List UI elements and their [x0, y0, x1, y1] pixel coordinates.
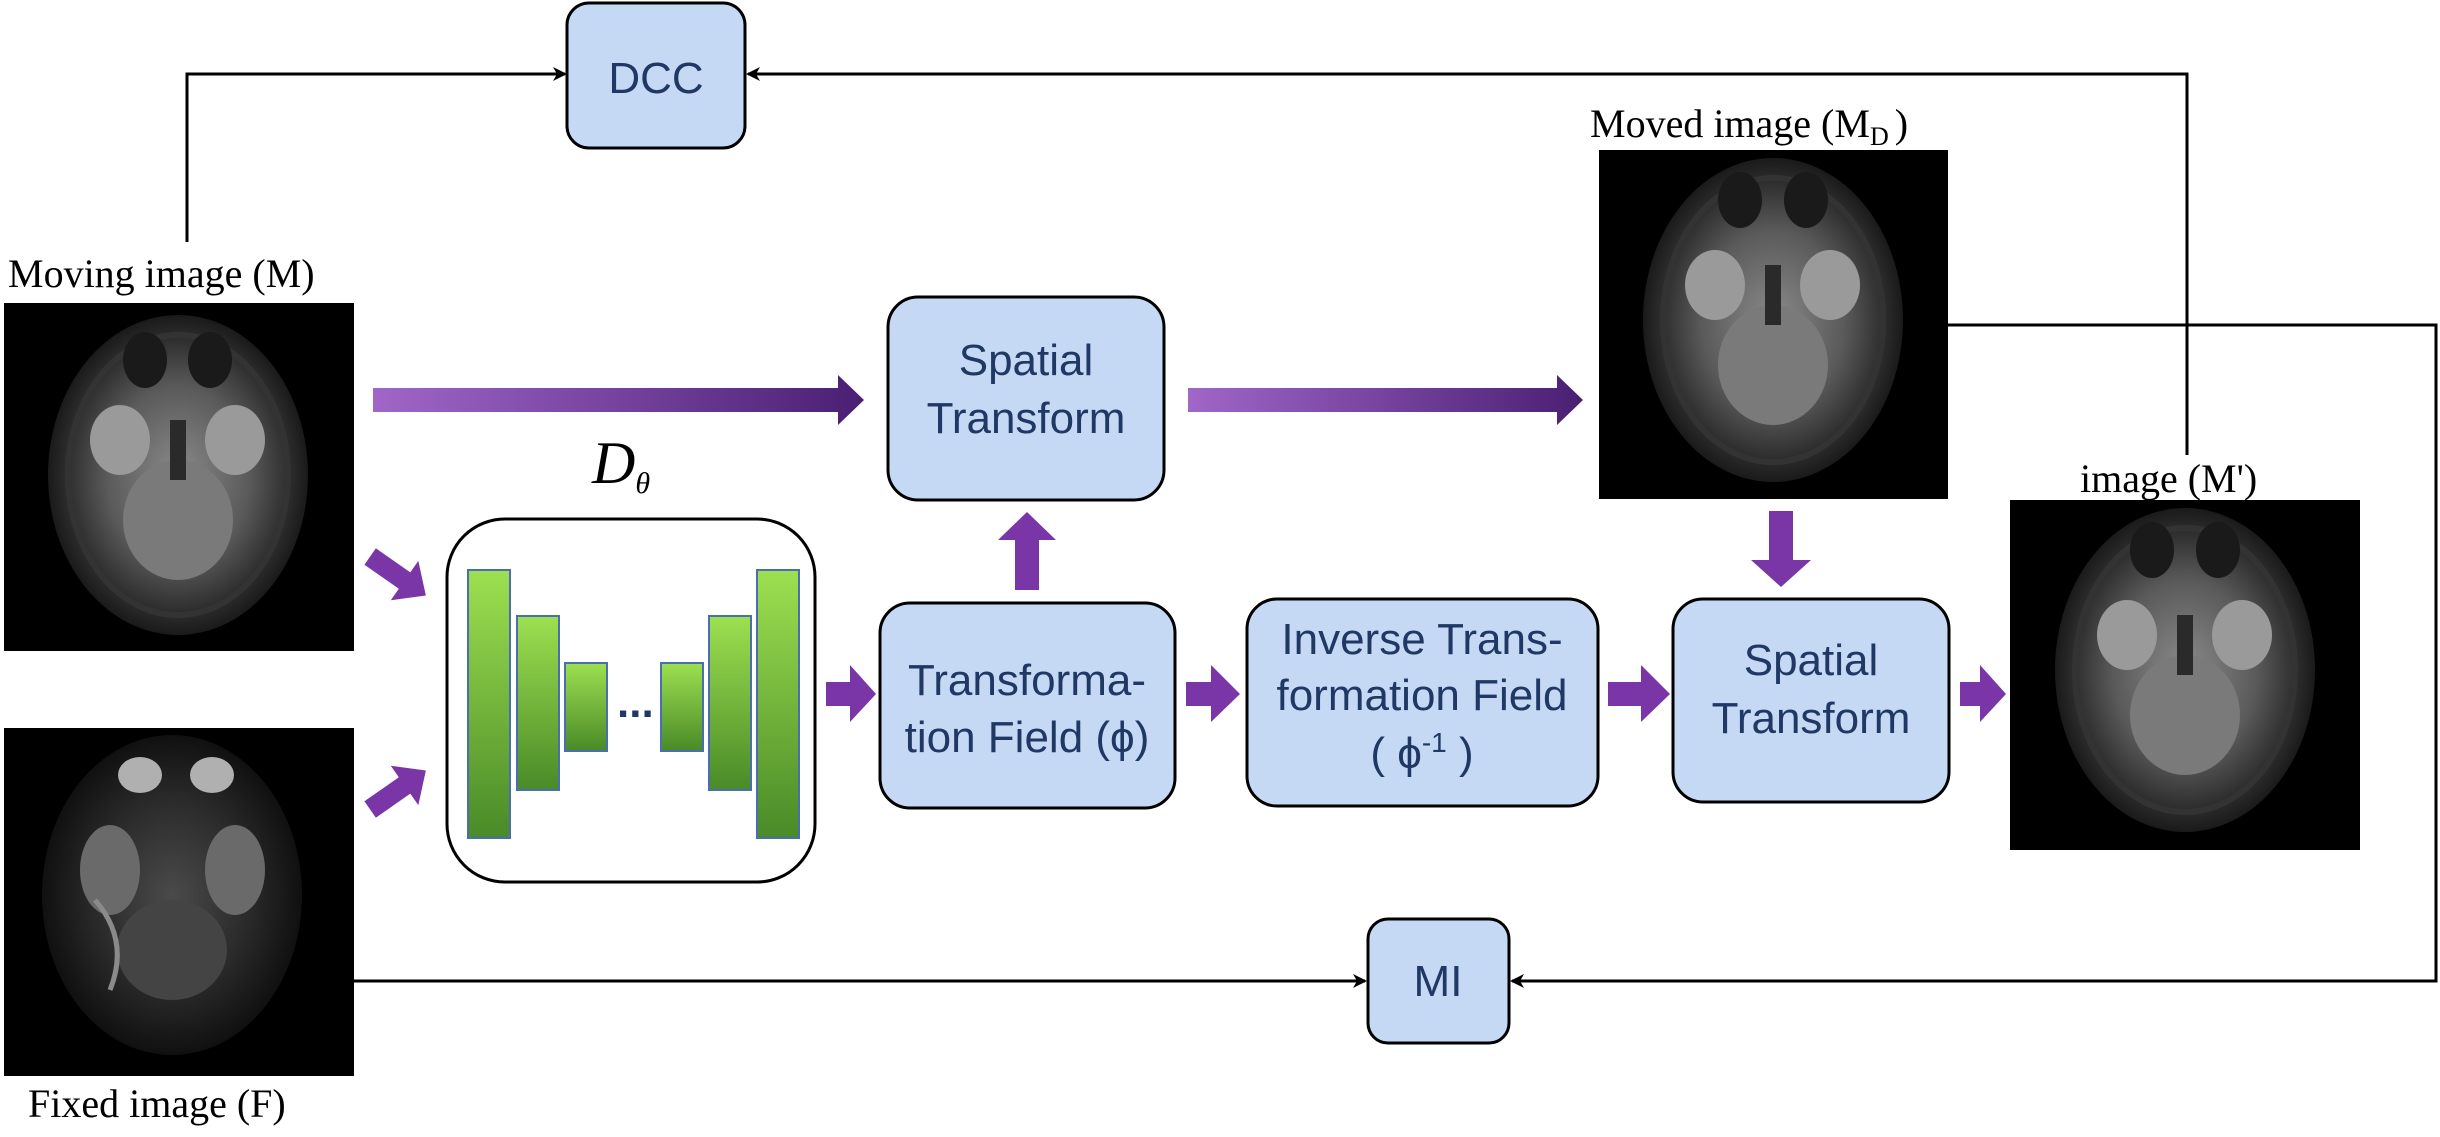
- network-box: ...: [445, 517, 817, 884]
- network-label-main: D: [591, 430, 635, 496]
- network-layer: [756, 569, 800, 839]
- network-label: Dθ: [591, 430, 650, 500]
- inverse-transformation-field-box: Inverse Trans- formation Field ( ϕ-1 ): [1245, 597, 1600, 808]
- brain-mri-scan-icon: [42, 735, 302, 1055]
- moved-image-label-main: Moved image (M: [1590, 101, 1870, 146]
- network-layer: [467, 569, 511, 839]
- moving-image-label: Moving image (M): [8, 251, 315, 296]
- transformation-field-box: Transforma- tion Field (ϕ): [878, 601, 1177, 810]
- inverse-field-line3: ( ϕ-1 ): [1370, 727, 1473, 778]
- brain-mri-scan-icon: [2055, 508, 2315, 832]
- inverse-field-line3-close: ): [1447, 729, 1474, 778]
- transformation-field-line1: Transforma-: [908, 656, 1146, 705]
- fixed-image: [4, 728, 354, 1076]
- dcc-box: DCC: [565, 1, 747, 150]
- mi-box: MI: [1366, 917, 1511, 1045]
- fixed-image-label: Fixed image (F): [28, 1081, 286, 1126]
- network-layer: [516, 615, 560, 791]
- connector-moving-to-dcc: [185, 67, 567, 242]
- arrow-spatial-bottom-to-mprime: [1960, 665, 2006, 722]
- transformation-field-line2: tion Field (ϕ): [905, 713, 1150, 762]
- arrow-network-to-transformation-field: [826, 665, 876, 722]
- mi-label: MI: [1414, 957, 1463, 1006]
- arrow-transformation-field-to-spatial: [998, 512, 1056, 590]
- arrow-moving-to-network: [364, 548, 426, 601]
- arrow-spatial-to-moved: [1188, 375, 1583, 425]
- moved-image-label-sub: D: [1870, 122, 1889, 151]
- brain-mri-scan-icon: [48, 315, 308, 635]
- moving-image: [4, 303, 354, 651]
- spatial-transform-top-box: Spatial Transform: [886, 295, 1166, 502]
- spatial-transform-top-line2: Transform: [927, 394, 1126, 443]
- brain-mri-scan-icon: [1643, 158, 1903, 482]
- moved-image-label: Moved image (MD): [1590, 101, 1908, 151]
- network-ellipsis: ...: [617, 678, 654, 727]
- network-layer: [564, 662, 608, 752]
- connector-moved-to-mi: [1510, 323, 2438, 988]
- moved-prime-image-label: image (M'): [2080, 456, 2257, 501]
- moved-image: [1599, 150, 1948, 499]
- spatial-transform-bottom-line2: Transform: [1712, 694, 1911, 743]
- spatial-transform-bottom-line1: Spatial: [1744, 636, 1879, 685]
- spatial-transform-bottom-box: Spatial Transform: [1671, 597, 1951, 804]
- spatial-transform-top-line1: Spatial: [959, 336, 1094, 385]
- arrow-transformation-field-to-inverse: [1186, 665, 1240, 722]
- connector-mprime-to-dcc: [746, 67, 2189, 455]
- inverse-field-line2: formation Field: [1276, 671, 1567, 720]
- network-layer: [708, 615, 752, 791]
- arrow-fixed-to-network: [364, 765, 426, 818]
- arrow-inverse-to-spatial-bottom: [1608, 665, 1670, 722]
- dcc-label: DCC: [608, 54, 703, 103]
- moved-prime-image: [2010, 500, 2360, 850]
- arrow-moving-to-spatial: [373, 375, 864, 425]
- inverse-field-line3-sup: -1: [1422, 727, 1447, 758]
- inverse-field-line3-open: ( ϕ: [1370, 729, 1422, 778]
- moved-image-label-close: ): [1895, 101, 1908, 146]
- network-label-sub: θ: [635, 467, 650, 500]
- network-layer: [660, 662, 704, 752]
- arrow-moved-to-spatial-bottom: [1751, 511, 1811, 587]
- inverse-field-line1: Inverse Trans-: [1281, 615, 1562, 664]
